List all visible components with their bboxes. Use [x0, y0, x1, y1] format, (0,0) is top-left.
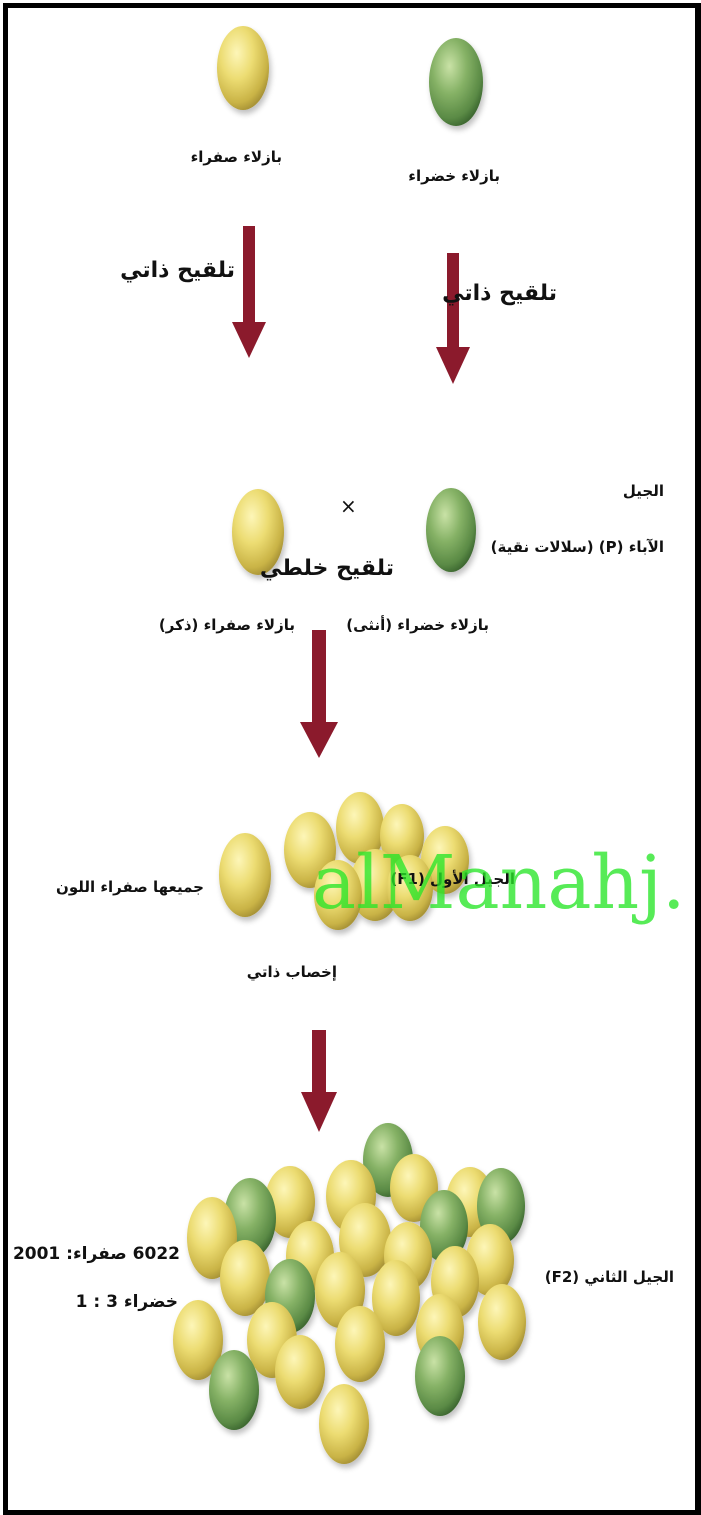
green-pea-label: بازلاء خضراء	[408, 167, 500, 185]
parents-p-label: الآباء (P) (سلالات نقية)	[490, 538, 664, 556]
self-pollination-label-left: تلقيح ذاتي	[120, 258, 235, 283]
yellow-pea-male	[232, 489, 284, 575]
green-pea-female	[426, 488, 476, 572]
f2-ratio-label: خضراء 3 : 1	[75, 1292, 178, 1312]
arrow-self-left	[232, 226, 266, 358]
arrow-self-fertilization	[301, 1030, 337, 1132]
self-fertilization-label: إخصاب ذاتي	[246, 963, 337, 981]
watermark-text: alManahj.	[312, 840, 686, 926]
f1-pea-cluster	[219, 792, 469, 930]
male-yellow-label: بازلاء صفراء (ذكر)	[158, 616, 295, 634]
arrow-cross	[300, 630, 338, 758]
generation-heading: الجيل	[622, 482, 664, 500]
arrow-self-right	[436, 253, 470, 384]
green-pea-parent	[429, 38, 483, 126]
f2-pea-cluster	[173, 1123, 526, 1464]
cross-pollination-label: تلقيح خلطي	[259, 556, 394, 581]
f2-counts-label: 6022 صفراء: 2001	[12, 1244, 180, 1264]
yellow-pea-label: بازلاء صفراء	[190, 148, 282, 166]
self-pollination-label-right: تلقيح ذاتي	[442, 281, 557, 306]
female-green-label: بازلاء خضراء (أنثى)	[346, 616, 489, 634]
f2-generation-label: الجيل الثاني (F2)	[544, 1268, 674, 1286]
yellow-pea-parent	[217, 26, 269, 110]
f1-result-label: جميعها صفراء اللون	[56, 878, 204, 896]
f1-generation-label: الجيل الأول (F1)	[390, 870, 515, 888]
cross-symbol: ×	[340, 494, 357, 518]
